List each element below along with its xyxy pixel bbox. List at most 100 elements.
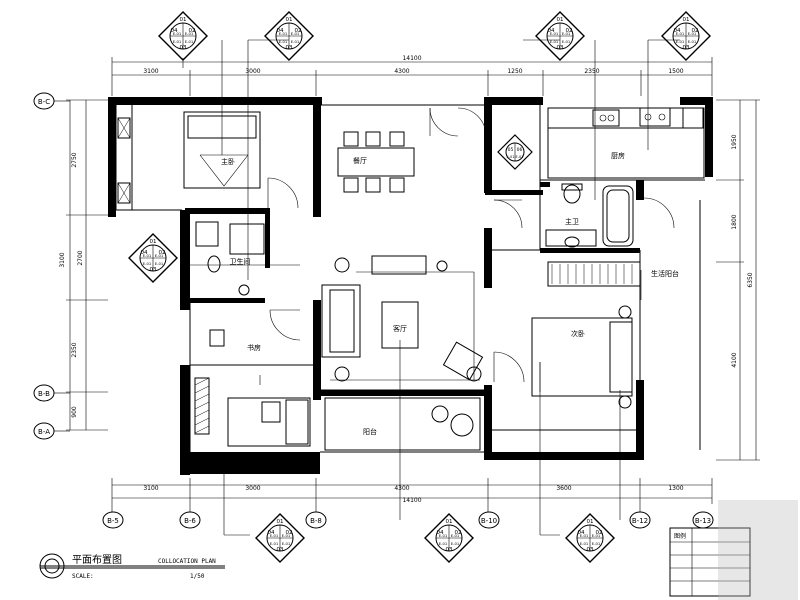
legend-box: 图例: [669, 500, 798, 600]
index-marker-number: 02: [566, 28, 573, 34]
room-label-master-bedroom: 主卧: [221, 157, 235, 166]
index-marker-sheet: E-01: [270, 533, 279, 538]
right-dimensions: 1950 1800 4100 6350: [716, 99, 760, 461]
index-marker-number: 01: [587, 519, 594, 525]
index-marker-sheet: E-01: [592, 533, 601, 538]
index-marker-sheet: E-01: [550, 31, 559, 36]
room-label-kitchen: 厨房: [611, 151, 625, 160]
dimension-top-6: 1500: [668, 68, 683, 75]
axis-label-b-a: B-A: [38, 428, 50, 436]
index-marker-number: 04: [548, 28, 555, 34]
dimension-left-3: 2350: [71, 342, 78, 357]
index-marker-number: 01: [150, 239, 157, 245]
index-marker-number: 04: [268, 530, 275, 536]
index-marker-sheet: E-01: [279, 39, 288, 44]
index-marker-sheet: E-01: [439, 533, 448, 538]
index-marker-sheet: E-01: [173, 39, 182, 44]
bottom-dimensions: 3100 3000 4300 3600 1300 14100: [111, 478, 713, 512]
index-marker-number: 05: [508, 147, 514, 153]
dimension-left-1: 2750: [71, 152, 78, 167]
index-marker-sheet: E-01: [155, 261, 164, 266]
index-marker-sheet: E-01: [688, 31, 697, 36]
dimension-top-1: 3100: [143, 68, 158, 75]
index-marker-number: 03: [446, 547, 453, 553]
index-marker-number: 04: [171, 28, 178, 34]
axis-label-b-5: B-5: [107, 517, 119, 525]
index-marker-number: 02: [692, 28, 699, 34]
title-en: COLLOCATION PLAN: [158, 558, 216, 565]
index-marker-number: 03: [683, 45, 690, 51]
room-label-study: 书房: [247, 343, 261, 352]
dimension-top-2: 3000: [245, 68, 260, 75]
room-label-second-bedroom: 次卧: [571, 329, 585, 338]
study-furniture: [195, 221, 311, 447]
marker-leaders: [182, 39, 680, 536]
room-label-dining: 餐厅: [353, 156, 367, 165]
index-marker-sheet: E-01: [580, 541, 589, 546]
index-marker-sheet: E-01: [688, 39, 697, 44]
index-marker-sheet: E-01: [439, 541, 448, 546]
index-marker-number: 04: [674, 28, 681, 34]
dimension-left-4: 900: [71, 406, 78, 418]
index-marker-sheet: E-01: [185, 31, 194, 36]
room-label-bathroom: 卫生间: [230, 257, 251, 266]
living-furniture: [321, 255, 484, 382]
axis-label-b-c: B-C: [38, 98, 50, 106]
index-marker-sheet: E-01: [173, 31, 182, 36]
dimension-right-3: 4100: [731, 352, 738, 367]
second-bedroom-furniture: [531, 261, 641, 409]
closet-hatch: [117, 117, 210, 435]
index-marker-number: 03: [150, 267, 157, 273]
index-marker-sheet: E-01: [282, 533, 291, 538]
doors: [267, 107, 675, 383]
dimension-right-2: 1800: [731, 214, 738, 229]
index-marker-sheet: E-01: [516, 155, 524, 159]
index-marker-number: 02: [189, 28, 196, 34]
dimension-right-1: 1950: [731, 134, 738, 149]
top-dimensions: 14100 3100 3000 4300 1250 2350 1500: [111, 55, 713, 96]
dimension-bottom-4: 3600: [556, 485, 571, 492]
index-marker-number: 01: [446, 519, 453, 525]
index-marker-sheet: E-01: [562, 31, 571, 36]
dimension-bottom-total: 14100: [402, 497, 421, 504]
balcony-furniture: [324, 397, 481, 451]
axis-label-b-10: B-10: [481, 517, 497, 525]
dimension-bottom-2: 3000: [245, 485, 260, 492]
index-marker-number: 04: [578, 530, 585, 536]
dimension-right-total: 6350: [747, 272, 754, 287]
index-marker-number: 04: [437, 530, 444, 536]
dining-table: [337, 131, 415, 193]
index-marker-number: 03: [180, 45, 187, 51]
index-marker-sheet: E-01: [676, 31, 685, 36]
axis-label-b-8: B-8: [310, 517, 322, 525]
index-marker-number: 01: [180, 17, 187, 23]
index-marker-sheet: E-01: [451, 541, 460, 546]
index-marker-number: 02: [455, 530, 462, 536]
index-marker-number: 01: [683, 17, 690, 23]
index-marker-number: 04: [141, 250, 148, 256]
dimension-top-4: 1250: [507, 68, 522, 75]
index-marker-sheet: E-01: [291, 31, 300, 36]
index-marker-number: 02: [295, 28, 302, 34]
index-marker-sheet: E-01: [279, 31, 288, 36]
index-marker-number: 03: [277, 547, 284, 553]
left-axis-markers: B-C B-B B-A: [33, 92, 70, 440]
dimension-top-5: 2350: [584, 68, 599, 75]
room-label-service-balcony: 生活阳台: [651, 269, 679, 278]
index-marker-number: 02: [159, 250, 166, 256]
faded-shading: [718, 500, 798, 600]
index-marker-number: 01: [557, 17, 564, 23]
index-marker-sheet: E-01: [507, 155, 515, 159]
index-marker-sheet: E-01: [676, 39, 685, 44]
room-label-balcony: 阳台: [363, 427, 377, 436]
index-marker-sheet: E-01: [451, 533, 460, 538]
